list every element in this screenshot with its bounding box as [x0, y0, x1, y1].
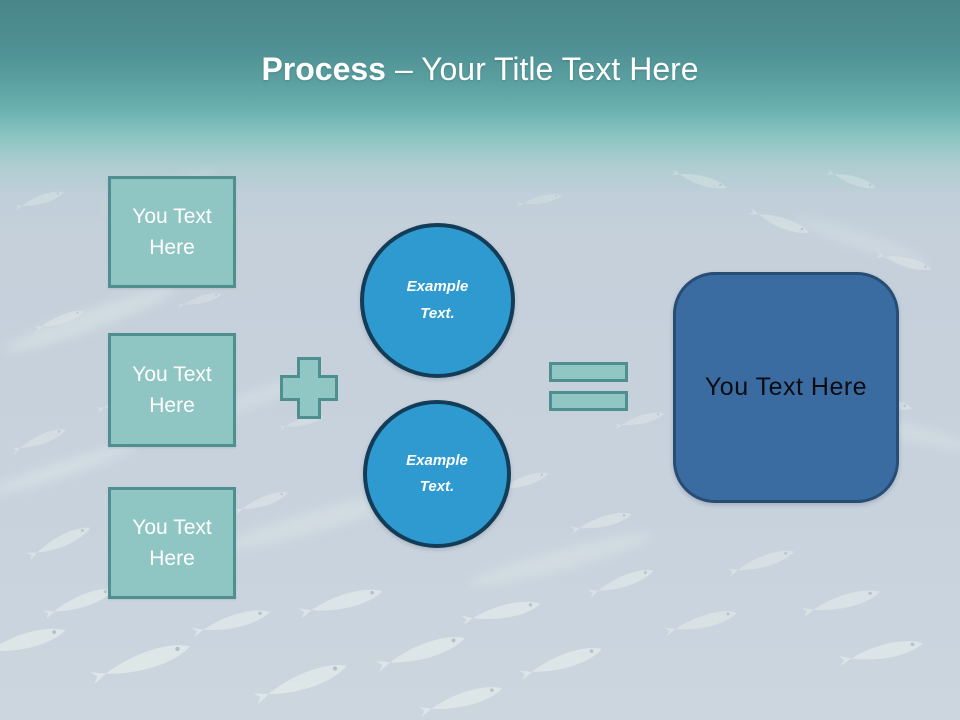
process-input-box-2: You Text Here: [108, 333, 236, 447]
example-circle-2: Example Text.: [363, 400, 511, 548]
example-circle-1: Example Text.: [360, 223, 515, 378]
example-circle-label: Example Text.: [406, 278, 469, 322]
equals-bar-top: [549, 362, 628, 382]
title-emphasis: Process: [261, 51, 386, 87]
plus-icon: [280, 357, 338, 419]
input-box-label: You Text Here: [132, 362, 212, 418]
slide-title: Process– Your Title Text Here: [0, 51, 960, 87]
result-box: You Text Here: [673, 272, 899, 503]
input-box-label: You Text Here: [132, 515, 212, 571]
equals-bar-bottom: [549, 391, 628, 411]
result-box-label: You Text Here: [704, 373, 868, 401]
process-input-box-1: You Text Here: [108, 176, 236, 288]
equals-icon: [549, 362, 628, 411]
example-circle-label: Example Text.: [406, 451, 468, 495]
title-rest: – Your Title Text Here: [394, 51, 699, 87]
input-box-label: You Text Here: [132, 204, 212, 260]
process-input-box-3: You Text Here: [108, 487, 236, 599]
